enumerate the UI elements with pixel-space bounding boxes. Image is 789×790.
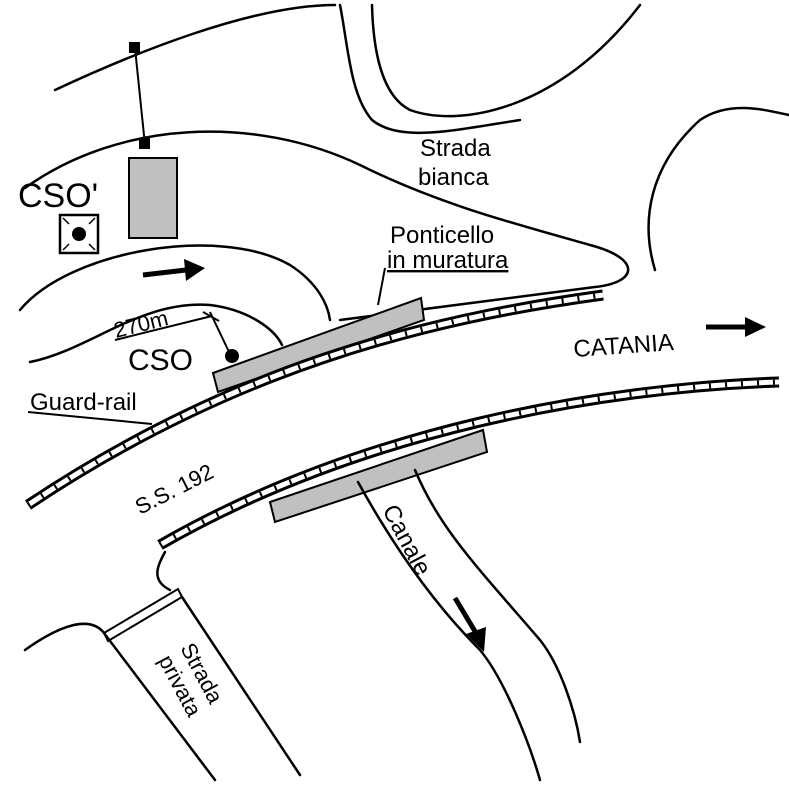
canale-label: Canale [377,500,437,580]
strada-privata-left-edge [23,622,217,782]
terrain-contour-right [647,106,789,272]
road-label: S.S. 192 [131,459,218,520]
loop-road-outer [18,244,332,322]
terrain-contour-upper [53,3,337,92]
terrain-contour-lower [23,130,630,322]
strada-privata-gate [102,587,184,643]
cso-prime-target-icon [58,213,100,255]
sensor-node-icon [139,138,150,149]
cso-prime-label: CSO' [18,177,98,215]
strada-bianca-label-line1: Strada [420,135,491,162]
bridge-ponticello [211,296,426,394]
loop-road-inner [28,303,284,364]
distance-tick [202,311,220,322]
strada-privata-entry [156,550,172,592]
catania-arrow-icon [706,317,766,337]
distance-line [114,315,213,341]
strada-bianca-label-line2: bianca [418,164,489,191]
river-upper-bank-left [338,3,522,135]
river-upper-bank-right [370,3,642,118]
canale-bank-left [356,480,542,782]
guard-rail-lower [157,376,780,550]
catania-label: CATANIA [573,329,675,363]
bridge-canale [268,428,489,524]
guard-rail-upper [24,289,604,510]
guard-rail-label: Guard-rail [30,389,137,416]
canale-bank-right [413,468,582,744]
sensor-head-icon [129,42,140,53]
distance-label: 270m [111,305,170,343]
ponticello-label-line1: Ponticello [390,222,494,249]
strada-privata-right-edge [180,595,302,777]
ponticello-label-line2: in muratura [387,247,509,274]
cso-label: CSO [128,344,193,377]
cso-leader-line [209,311,231,355]
canale-flow-arrow-icon [452,596,486,652]
ponticello-pointer [377,267,386,306]
cso-point-icon [225,349,239,363]
building-block [128,157,178,239]
sensor-cable [134,47,146,146]
guard-rail-pointer [27,411,153,425]
flow-arrow-icon [142,259,205,281]
